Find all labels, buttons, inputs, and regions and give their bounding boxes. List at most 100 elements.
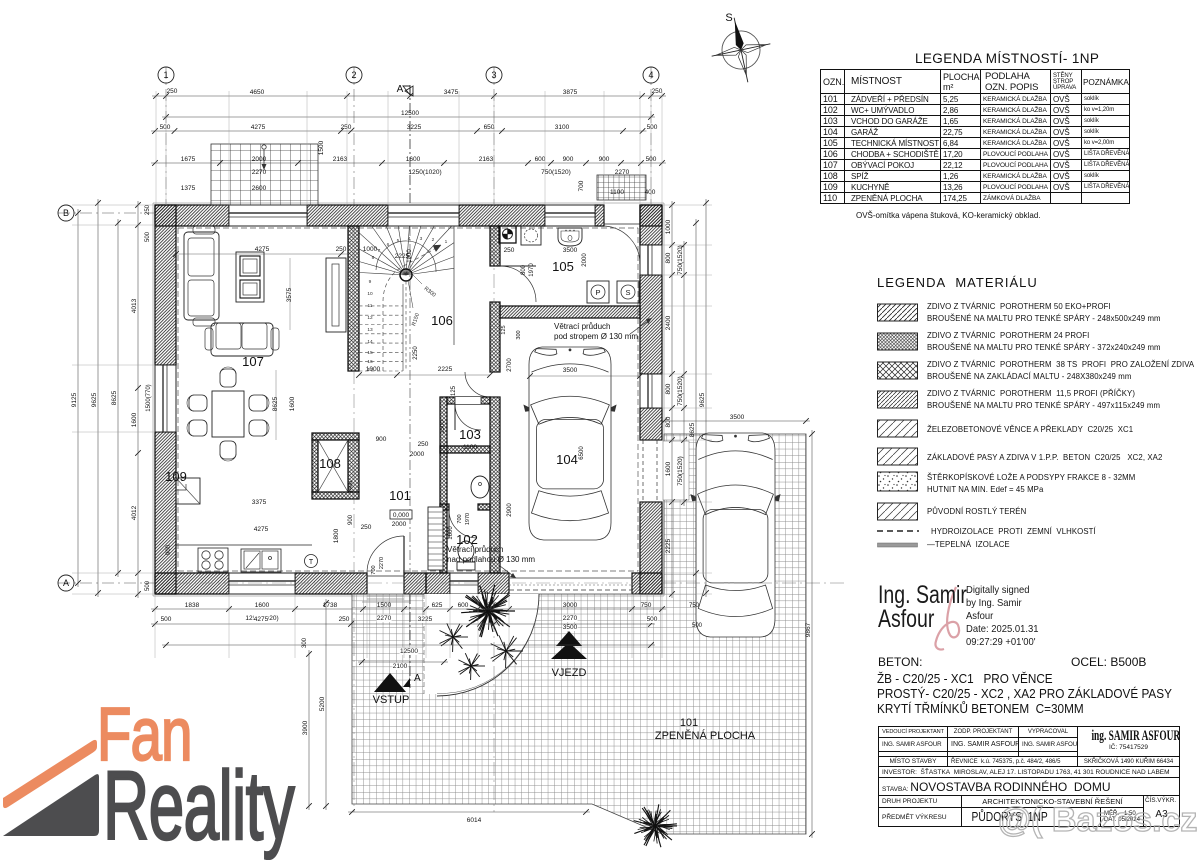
svg-text:1738: 1738 [323, 602, 338, 609]
svg-text:900: 900 [166, 544, 172, 555]
svg-text:800: 800 [487, 602, 498, 609]
svg-text:1375: 1375 [181, 185, 196, 192]
svg-text:750: 750 [689, 603, 700, 609]
svg-text:2400: 2400 [665, 315, 672, 330]
svg-text:1000: 1000 [366, 366, 381, 373]
svg-text:750(1520): 750(1520) [677, 245, 684, 275]
svg-text:15: 15 [367, 350, 373, 356]
svg-text:2270: 2270 [563, 615, 578, 622]
svg-text:9: 9 [369, 279, 372, 285]
svg-text:700: 700 [371, 565, 377, 574]
svg-text:650: 650 [484, 124, 495, 131]
svg-text:4: 4 [648, 70, 653, 80]
svg-text:pod stropem Ø 130 mm: pod stropem Ø 130 mm [554, 332, 638, 341]
svg-text:nad podlahou Ø 130 mm: nad podlahou Ø 130 mm [447, 555, 535, 564]
svg-text:2000: 2000 [392, 521, 407, 528]
svg-text:3225: 3225 [407, 124, 422, 131]
svg-text:8625: 8625 [111, 390, 118, 405]
svg-text:108: 108 [319, 456, 341, 471]
svg-text:12: 12 [367, 315, 373, 321]
svg-text:104: 104 [556, 452, 578, 467]
svg-text:500: 500 [161, 616, 172, 623]
svg-text:101: 101 [389, 488, 411, 503]
svg-text:4013: 4013 [131, 298, 138, 313]
svg-text:1500: 1500 [318, 140, 325, 155]
svg-text:A: A [414, 673, 421, 684]
svg-text:750(1520): 750(1520) [541, 169, 571, 176]
svg-text:3500: 3500 [563, 367, 578, 374]
svg-text:1: 1 [163, 70, 168, 80]
svg-text:9625: 9625 [699, 392, 706, 407]
svg-text:VSTUP: VSTUP [373, 694, 410, 706]
svg-text:1970: 1970 [465, 513, 471, 525]
svg-text:3500: 3500 [730, 414, 745, 421]
svg-text:1600: 1600 [131, 412, 138, 427]
svg-text:B: B [63, 208, 69, 218]
svg-text:800: 800 [521, 264, 527, 275]
svg-text:900: 900 [376, 436, 387, 443]
svg-text:600: 600 [458, 602, 469, 609]
svg-text:R150: R150 [411, 313, 421, 327]
svg-text:12500: 12500 [400, 648, 418, 655]
svg-text:250: 250 [336, 246, 347, 253]
svg-text:3500: 3500 [563, 624, 578, 631]
svg-text:500: 500 [145, 580, 151, 591]
svg-text:1675: 1675 [181, 156, 196, 163]
svg-text:A: A [397, 84, 404, 95]
svg-text:5200: 5200 [319, 696, 326, 711]
svg-text:625: 625 [432, 602, 443, 609]
svg-text:3575: 3575 [286, 287, 293, 302]
svg-text:500: 500 [145, 231, 151, 242]
svg-text:1970: 1970 [529, 263, 535, 277]
svg-text:8: 8 [372, 255, 375, 261]
svg-text:2270: 2270 [252, 169, 267, 176]
svg-text:4012: 4012 [131, 505, 138, 520]
svg-text:1250(1020): 1250(1020) [408, 169, 441, 176]
svg-text:250: 250 [339, 616, 350, 623]
svg-text:3000: 3000 [563, 602, 578, 609]
svg-text:2250: 2250 [413, 346, 419, 360]
svg-text:800: 800 [665, 252, 672, 263]
svg-text:2100: 2100 [393, 663, 408, 670]
svg-text:500: 500 [160, 124, 171, 131]
svg-text:11: 11 [368, 303, 373, 309]
svg-text:1600: 1600 [448, 526, 454, 540]
svg-text:3500: 3500 [563, 247, 578, 254]
svg-text:2000: 2000 [410, 451, 425, 458]
svg-text:3: 3 [491, 70, 496, 80]
svg-text:1500: 1500 [377, 602, 392, 609]
svg-text:16: 16 [367, 359, 373, 365]
svg-text:1600: 1600 [406, 156, 421, 163]
svg-text:ZPENĚNÁ PLOCHA: ZPENĚNÁ PLOCHA [655, 729, 756, 742]
svg-text:800: 800 [665, 383, 672, 394]
svg-text:1838: 1838 [185, 602, 200, 609]
svg-text:600: 600 [535, 156, 546, 163]
svg-text:3375: 3375 [252, 499, 267, 506]
svg-text:700: 700 [578, 180, 585, 191]
svg-text:2163: 2163 [479, 156, 494, 163]
svg-text:300: 300 [302, 637, 308, 648]
svg-text:109: 109 [165, 469, 187, 484]
svg-text:101: 101 [680, 717, 698, 729]
svg-text:750(1520): 750(1520) [677, 456, 684, 486]
svg-text:1600: 1600 [665, 461, 672, 476]
svg-text:6014: 6014 [467, 817, 482, 824]
svg-text:250: 250 [145, 204, 151, 215]
svg-text:250: 250 [418, 441, 429, 448]
svg-text:750(1520): 750(1520) [677, 376, 684, 406]
svg-text:2: 2 [351, 70, 356, 80]
svg-text:800: 800 [665, 416, 672, 427]
svg-text:1100: 1100 [610, 189, 624, 196]
svg-text:107: 107 [242, 354, 264, 369]
svg-text:250: 250 [504, 247, 515, 254]
svg-text:9625: 9625 [91, 392, 98, 407]
svg-text:4275: 4275 [255, 246, 270, 253]
svg-text:S: S [725, 12, 732, 24]
svg-text:4275: 4275 [254, 616, 269, 623]
svg-text:2270: 2270 [615, 169, 630, 176]
svg-text:4650: 4650 [250, 89, 265, 96]
svg-text:0,000: 0,000 [393, 512, 410, 519]
svg-text:2: 2 [432, 237, 435, 243]
svg-text:2700: 2700 [507, 358, 513, 372]
svg-text:13: 13 [367, 327, 373, 333]
